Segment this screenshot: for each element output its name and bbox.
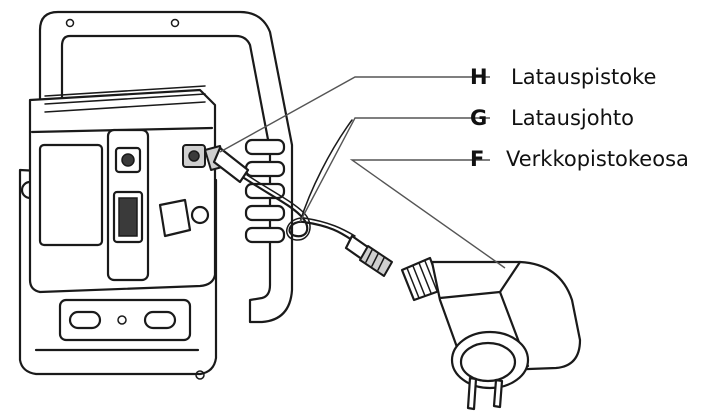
back-panel [38,143,104,247]
mains-adapter [400,256,582,411]
screw [65,18,75,28]
label-text: Verkkopistokeosa [506,147,689,171]
power-switch-knob [121,153,135,167]
cable-connector-nut [359,245,393,277]
charging-socket-hole [188,150,200,162]
stand-hole [117,315,127,325]
plug-pin [466,376,478,411]
cable-line-inner [246,174,356,241]
label-h: H Latauspistoke [470,65,656,89]
side-latch [158,198,192,238]
charging-plug [204,145,250,184]
leader-g [299,117,490,223]
label-letter: F [470,147,484,171]
stand-slot [68,310,102,330]
rib [44,101,206,113]
plug-pin [492,378,504,409]
battery-indicator [118,197,138,237]
label-g: G Latausjohto [470,106,634,130]
stand-hole [195,370,205,380]
plug-body [212,146,250,184]
leader-lines [219,76,506,269]
stand-slot [143,310,177,330]
label-letter: H [470,65,488,89]
rib [44,85,206,97]
label-text: Latausjohto [511,106,634,130]
label-text: Latauspistoke [511,65,656,89]
label-letter: G [470,106,487,130]
label-f: F Verkkopistokeosa [470,147,689,171]
cable-line [242,176,354,242]
leader-h [219,76,490,153]
rib [44,93,206,105]
handle-frame [38,10,294,324]
side-knob [190,205,210,225]
cable-coil [299,119,353,223]
charging-cable [242,119,393,277]
leader-f [349,159,506,269]
plug-face-inner [459,341,517,383]
work-light [18,10,294,380]
stand-plate [58,298,192,342]
screw [170,18,180,28]
